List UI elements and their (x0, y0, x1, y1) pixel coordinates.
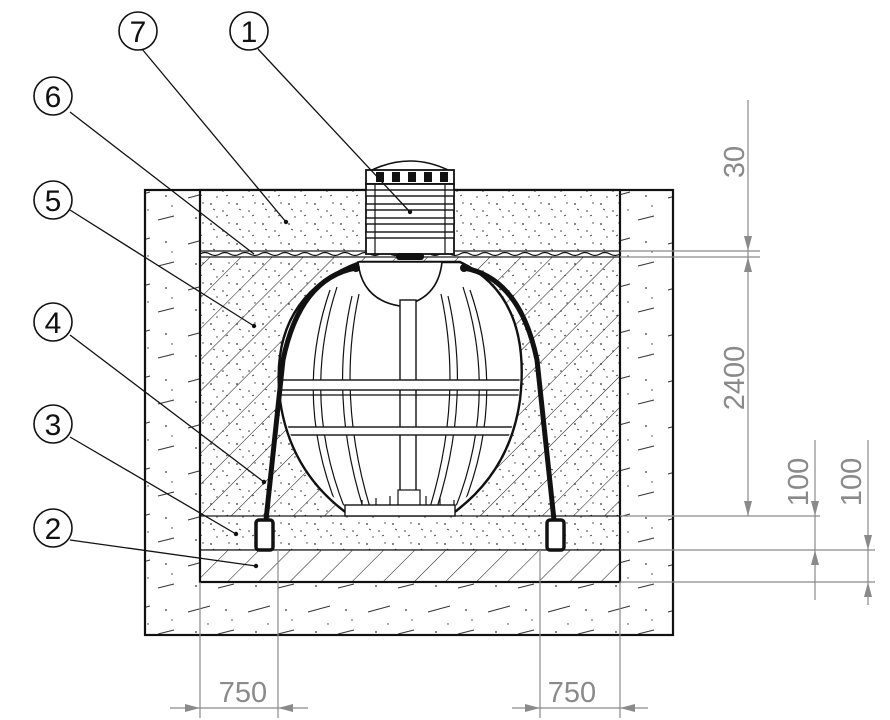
horizontal-dimension-arrows (185, 704, 635, 712)
leader-dots (233, 209, 413, 569)
dimension-top-cover: 30 (719, 146, 751, 178)
leader-lines (69, 48, 411, 567)
svg-text:7: 7 (130, 16, 147, 49)
callout-4: 4 (33, 302, 73, 342)
left-anchor-block (254, 518, 275, 552)
svg-text:2: 2 (45, 513, 62, 546)
svg-text:4: 4 (45, 307, 62, 340)
callout-5: 5 (33, 180, 73, 220)
dimension-left-clearance: 750 (219, 677, 267, 709)
callout-2: 2 (33, 508, 73, 548)
svg-text:1: 1 (241, 16, 258, 49)
dimension-right-clearance: 750 (548, 677, 596, 709)
svg-text:6: 6 (45, 81, 62, 114)
dimension-layer-b: 100 (836, 458, 868, 506)
anchor-straps (254, 264, 566, 552)
svg-text:5: 5 (45, 185, 62, 218)
svg-text:3: 3 (45, 409, 62, 442)
callout-3: 3 (33, 404, 73, 444)
dimension-tank-depth: 2400 (719, 346, 751, 411)
callout-7: 7 (118, 11, 158, 51)
dimension-layer-a: 100 (783, 458, 815, 506)
spherical-tank (277, 260, 523, 517)
vertical-dimensions (620, 100, 875, 605)
dimension-arrows (744, 236, 872, 597)
callout-1: 1 (229, 11, 269, 51)
access-shaft (365, 160, 455, 260)
callout-6: 6 (33, 76, 73, 116)
right-anchor-block (545, 518, 566, 552)
